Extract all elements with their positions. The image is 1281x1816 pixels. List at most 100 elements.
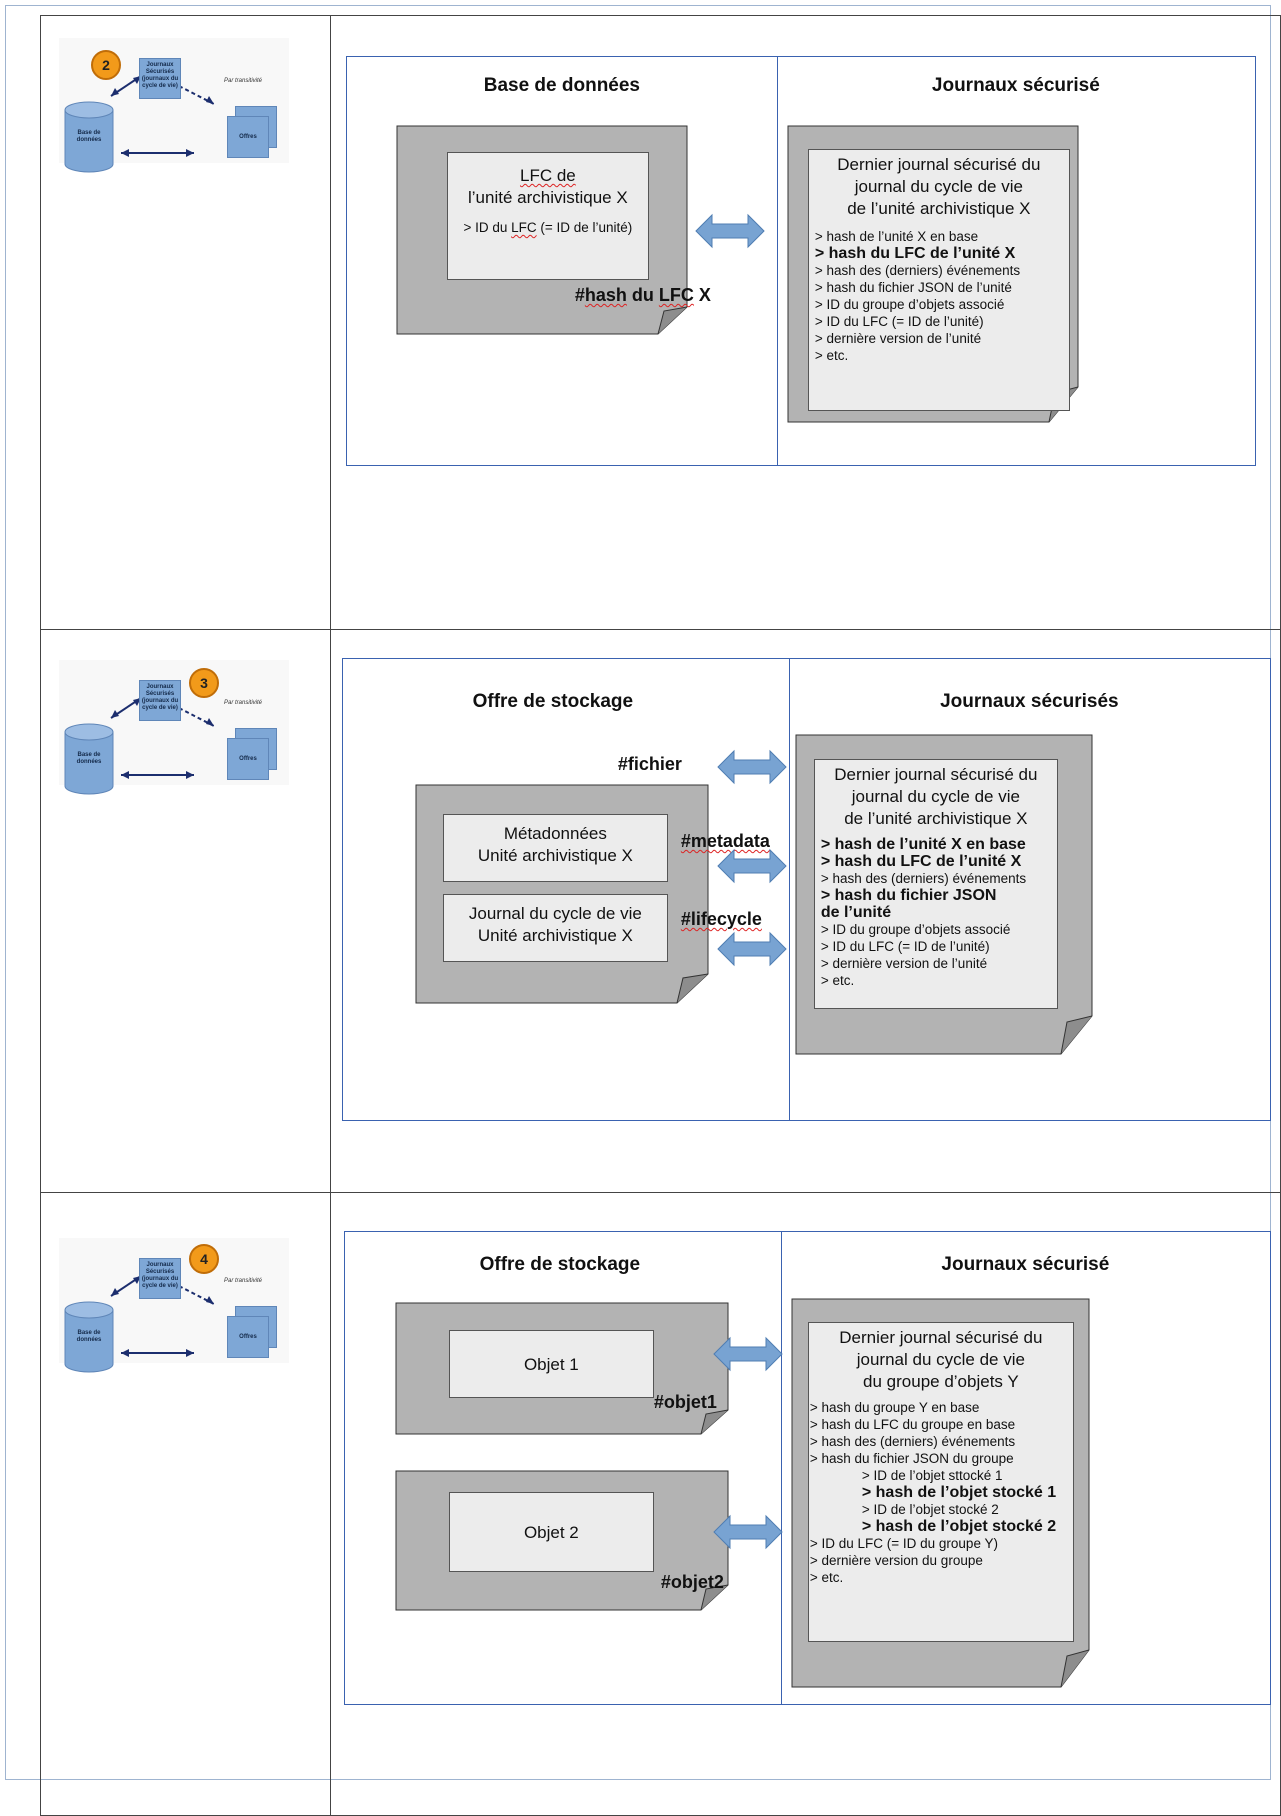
list-item: > ID du LFC (= ID du groupe Y) [809,1536,998,1551]
list-item: > hash de l’unité X en base [814,229,979,244]
database-title: Base de données [483,75,640,96]
panel-divider [776,57,778,465]
journal-heading: Dernier journal sécurisé du journal du c… [834,765,1038,828]
double-arrow [717,848,787,884]
hash-lifecycle-label: #lifecycle [680,909,762,929]
list-item: > ID de l’objet stocké 2 [861,1502,999,1517]
database-icon [64,723,114,795]
list-item: > hash de l’objet stocké 1 [861,1484,1057,1501]
row2-panel: Offre de stockage Journaux sécurisés #fi… [341,658,1271,1121]
storage-title: Offre de stockage [472,691,634,712]
hash-objet1-label: #objet1 [653,1392,717,1412]
journal-box: Dernier journal sécurisé du journal du c… [813,759,1058,1009]
list-item: > ID du groupe d’objets associé [814,297,1005,312]
storage-title: Offre de stockage [479,1254,641,1275]
database-icon [64,101,114,173]
double-arrow [717,931,787,967]
step-badge-3: 3 [189,668,219,698]
panel-divider [788,659,790,1120]
transitivity-label: Par transitivité [224,78,263,84]
lifecycle-line1: Journal du cycle de vie [468,904,642,923]
database-icon [64,1301,114,1373]
list-item: > hash du LFC de l’unité X [814,245,1016,262]
list-item: > dernière version de l’unité [814,331,982,346]
hash-lfc-label: #hash du LFC X [574,285,711,305]
hash-fichier-label: #fichier [617,754,682,774]
metadata-box: Métadonnées Unité archivistique X [442,814,668,882]
lfc-line1: LFC de [519,166,576,185]
double-arrow [695,213,765,249]
list-item: > hash du fichier JSON [820,887,997,904]
lfc-id-line: > ID du LFC (= ID de l’unité) [463,220,633,235]
overview-thumbnail-3: Journaux Sécurisés (journaux du cycle de… [59,660,289,795]
list-item: > etc. [820,973,855,988]
lifecycle-line2: Unité archivistique X [477,926,633,945]
object2-box: Objet 2 [448,1492,654,1572]
list-item: > hash de l’unité X en base [820,836,1026,853]
thumbnail-db-label: Base de données [76,130,102,143]
main-cell-row3: Offre de stockage Journaux sécurisé Obje… [329,1192,1281,1816]
thumbnail-journals-box: Journaux Sécurisés (journaux du cycle de… [139,1258,181,1299]
metadata-line1: Métadonnées [503,824,607,843]
lifecycle-box: Journal du cycle de vie Unité archivisti… [442,894,668,962]
double-arrow [713,1336,783,1372]
metadata-line2: Unité archivistique X [477,846,633,865]
panel-divider [780,1232,782,1704]
list-item: de l’unité [820,904,892,921]
journals-title: Journaux sécurisé [941,1254,1110,1275]
journals-title: Journaux sécurisés [940,691,1119,712]
thumbnail-offers-box: Offres [227,1316,269,1358]
diagram-table: Journaux Sécurisés (journaux du cycle de… [40,15,1281,1816]
thumbnail-offers-box: Offres [227,738,269,780]
thumbnail-cell-2: Journaux Sécurisés (journaux du cycle de… [40,15,331,630]
thumbnail-cell-3: Journaux Sécurisés (journaux du cycle de… [40,629,331,1193]
list-item: > hash des (derniers) événements [814,263,1021,278]
journal-items: > hash de l’unité X en base > hash du LF… [815,228,1063,364]
overview-thumbnail-2: Journaux Sécurisés (journaux du cycle de… [59,38,289,173]
list-item: > ID du groupe d’objets associé [820,922,1011,937]
lfc-line2: l’unité archivistique X [468,188,628,207]
journal-heading: Dernier journal sécurisé du journal du c… [837,155,1041,218]
step-badge-2: 2 [91,50,121,80]
list-item: > hash du fichier JSON du groupe [809,1451,1014,1466]
transitivity-label: Par transitivité [224,700,263,706]
thumbnail-journals-box: Journaux Sécurisés (journaux du cycle de… [139,680,181,721]
object1-box: Objet 1 [448,1330,654,1398]
list-item: > hash du groupe Y en base [809,1400,980,1415]
list-item: > hash des (derniers) événements [820,871,1027,886]
list-item: > dernière version de l’unité [820,956,988,971]
overview-thumbnail-4: Journaux Sécurisés (journaux du cycle de… [59,1238,289,1373]
thumbnail-journals-box: Journaux Sécurisés (journaux du cycle de… [139,58,181,99]
thumbnail-arrows [110,75,215,157]
thumbnail-db-label: Base de données [76,1330,102,1343]
journal-box: Dernier journal sécurisé du journal du c… [807,1322,1074,1642]
row1-panel: Base de données Journaux sécurisé LFC de… [345,56,1256,466]
row3-panel: Offre de stockage Journaux sécurisé Obje… [343,1231,1271,1705]
list-item: > hash des (derniers) événements [809,1434,1016,1449]
journal-box: Dernier journal sécurisé du journal du c… [807,149,1070,411]
list-item: > ID du LFC (= ID de l’unité) [814,314,984,329]
thumbnail-db-label: Base de données [76,752,102,765]
journals-title: Journaux sécurisé [931,75,1100,96]
hash-objet2-label: #objet2 [660,1572,724,1592]
list-item: > dernière version du groupe [809,1553,983,1568]
journal-items: > hash de l’unité X en base > hash du LF… [821,836,1051,989]
thumbnail-cell-4: Journaux Sécurisés (journaux du cycle de… [40,1192,331,1816]
list-item: > hash de l’objet stocké 2 [861,1518,1057,1535]
list-item: > etc. [809,1570,844,1585]
list-item: > hash du LFC de l’unité X [820,853,1022,870]
transitivity-label: Par transitivité [224,1278,263,1284]
list-item: > ID de l’objet sttocké 1 [861,1468,1003,1483]
main-cell-row2: Offre de stockage Journaux sécurisés #fi… [329,629,1281,1193]
hash-metadata-label: #metadata [680,831,770,851]
double-arrow [713,1514,783,1550]
double-arrow [717,749,787,785]
list-item: > etc. [814,348,849,363]
list-item: > ID du LFC (= ID de l’unité) [820,939,990,954]
main-cell-row1: Base de données Journaux sécurisé LFC de… [329,15,1281,630]
lfc-box: LFC de l’unité archivistique X > ID du L… [446,152,649,280]
journal-heading: Dernier journal sécurisé du journal du c… [839,1328,1043,1391]
thumbnail-offers-box: Offres [227,116,269,158]
list-item: > hash du LFC du groupe en base [809,1417,1016,1432]
list-item: > hash du fichier JSON de l’unité [814,280,1012,295]
